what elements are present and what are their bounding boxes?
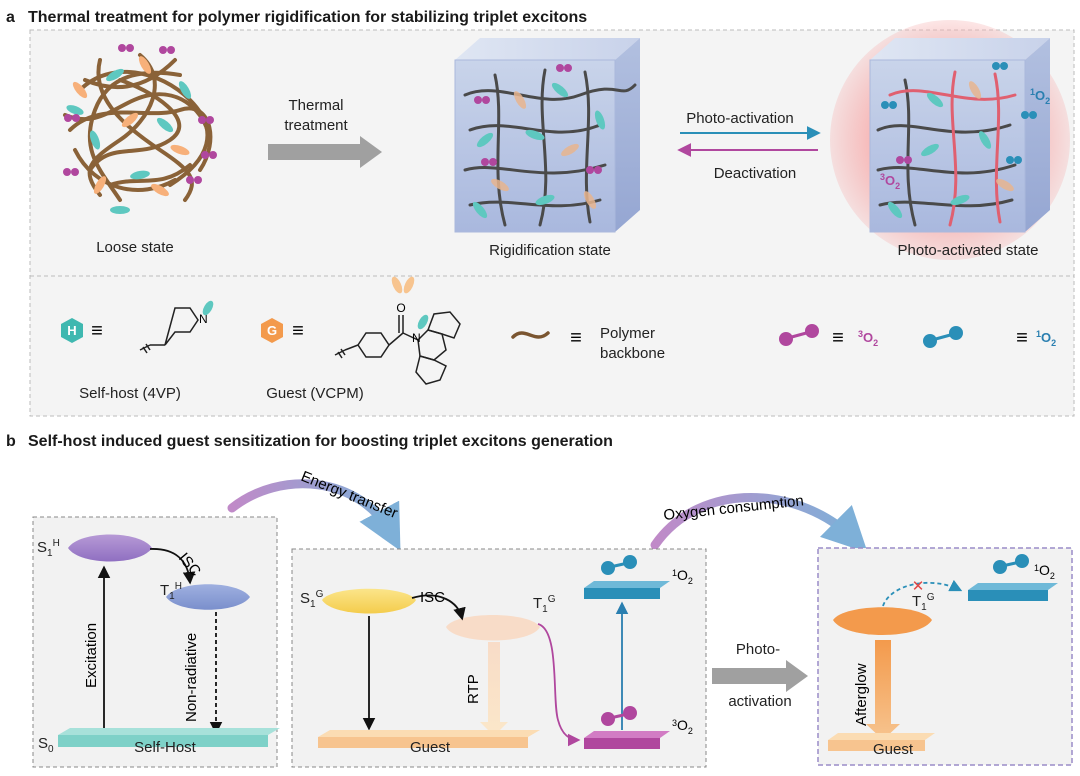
host-badge-icon: [61, 318, 83, 343]
pyridine-structure-icon: [139, 307, 199, 354]
isc-guest-arrow: [411, 594, 466, 621]
guest-base-label: Guest: [410, 739, 451, 756]
thermal-label-1: Thermal: [288, 97, 343, 114]
host-badge-letter: H: [67, 323, 76, 338]
panel-a-letter: a: [6, 9, 15, 26]
self-host-base-label: Self-Host: [134, 739, 197, 756]
activated-guest-base-label: Guest: [873, 741, 914, 758]
t1h-level: [166, 584, 250, 610]
activated-triplet-o2: 3O2: [880, 172, 900, 191]
box2-singlet-o2-label: 1O2: [672, 567, 693, 586]
guest-label: Guest (VCPM): [266, 385, 364, 402]
activated-guest-base: [828, 740, 925, 751]
panel-b-letter: b: [6, 433, 16, 450]
photo-activation-label: Photo-activation: [686, 110, 794, 127]
photo-activation-b-arrow: [712, 660, 808, 692]
excitation-label: Excitation: [83, 623, 100, 688]
rtp-label: RTP: [465, 674, 482, 704]
o-lone-pair-icon-2: [403, 276, 415, 294]
isc-host-arrow: [149, 548, 196, 585]
guest-badge-letter: G: [267, 323, 277, 338]
box2-triplet-o2-label: 3O2: [672, 717, 693, 736]
blocked-transfer-arrow: [882, 579, 963, 607]
rtp-arrow: [480, 642, 508, 736]
s0-label: S0: [38, 735, 54, 755]
t1g-level: [446, 615, 540, 641]
afterglow-label: Afterglow: [853, 663, 870, 726]
o-lone-pair-icon: [391, 276, 403, 294]
guest-diagram: S1G T1G ISC RTP Guest: [291, 548, 707, 768]
s1h-level: [68, 534, 152, 562]
guest-equiv: ≡: [292, 320, 304, 342]
self-host-label: Self-host (4VP): [79, 385, 181, 402]
afterglow-arrow: [866, 640, 900, 740]
singlet-o2-equiv: ≡: [1016, 327, 1028, 349]
non-radiative-label: Non-radiative: [183, 633, 200, 722]
host-equiv: ≡: [91, 320, 103, 342]
energy-transfer-arrow: [227, 479, 401, 551]
t1g-label: T1G: [533, 594, 556, 615]
energy-transfer-label: Energy transfer: [299, 468, 400, 522]
singlet-o2-level: [584, 588, 660, 599]
activated-guest-diagram: T1G ✕ Afterglow Guest 1O2: [817, 547, 1073, 766]
t1h-label: T1H: [160, 581, 182, 602]
triplet-o2-level: [584, 738, 660, 749]
activated-t1g-level: [833, 607, 932, 635]
polymer-backbone-icon: [511, 331, 550, 339]
blocked-x-icon: ✕: [912, 578, 925, 595]
activated-singlet-o2: 1O2: [1030, 87, 1050, 106]
triplet-o2-icon: [779, 324, 819, 346]
thermal-arrow: [268, 136, 382, 168]
photo-state-label: Photo-activated state: [898, 242, 1039, 259]
thermal-label-2: treatment: [284, 117, 348, 134]
lone-pair-icon: [202, 300, 214, 316]
guest-base: [318, 737, 528, 748]
loose-state-illustration: [63, 44, 217, 214]
singlet-o2-icon: [923, 326, 963, 348]
n-lone-pair-icon: [417, 314, 429, 330]
rigid-cube: [454, 38, 640, 233]
photo-activation-b-label-2: activation: [728, 693, 791, 710]
oxygen-consumption-arrow: [650, 493, 868, 553]
legend-row: H ≡ N Self-host (4VP) G ≡: [61, 276, 1056, 402]
box3-singlet-o2-label: 1O2: [1034, 562, 1055, 581]
pyridine-n: N: [199, 312, 208, 326]
s1g-level: [322, 588, 416, 614]
box2-triplet-o2-molecule-icon: [601, 706, 637, 726]
triplet-o2-legend-label: 3O2: [858, 329, 878, 348]
polymer-equiv: ≡: [570, 327, 582, 349]
activated-box: [817, 547, 1073, 766]
s1h-label: S1H: [37, 538, 60, 559]
deactivation-label: Deactivation: [714, 165, 797, 182]
singlet-o2-legend-label: 1O2: [1036, 329, 1056, 348]
vcpm-structure-icon: [334, 311, 461, 385]
isc-guest-label: ISC: [420, 589, 445, 606]
activated-t1g-label: T1G: [912, 592, 935, 613]
panel-a: a Thermal treatment for polymer rigidifi…: [6, 9, 1075, 417]
polymer-label-1: Polymer: [600, 325, 655, 342]
triplet-transfer-arrow: [537, 623, 581, 747]
self-host-base: [58, 735, 268, 747]
self-host-diagram: S1H T1H ISC Excitation Non-radiative Sel…: [32, 516, 280, 768]
photo-activated-cube: 1O2 3O2: [830, 20, 1070, 260]
polymer-label-2: backbone: [600, 345, 665, 362]
triplet-o2-equiv: ≡: [832, 327, 844, 349]
s1g-label: S1G: [300, 589, 324, 610]
photo-activation-b-label-1: Photo-: [736, 641, 780, 658]
box3-singlet-o2-molecule-icon: [993, 554, 1029, 574]
carbazole-n: N: [412, 331, 421, 345]
activated-singlet-o2-level: [968, 590, 1048, 601]
guest-badge-icon: [261, 318, 283, 343]
panel-b: b Self-host induced guest sensitization …: [6, 433, 1073, 768]
panel-b-title: Self-host induced guest sensitization fo…: [28, 433, 613, 450]
loose-state-label: Loose state: [96, 239, 174, 256]
box2-singlet-o2-molecule-icon: [601, 555, 637, 575]
self-host-box: [32, 516, 278, 768]
panel-a-title: Thermal treatment for polymer rigidifica…: [28, 9, 587, 26]
rigid-state-label: Rigidification state: [489, 242, 611, 259]
carbonyl-o: O: [396, 301, 405, 315]
